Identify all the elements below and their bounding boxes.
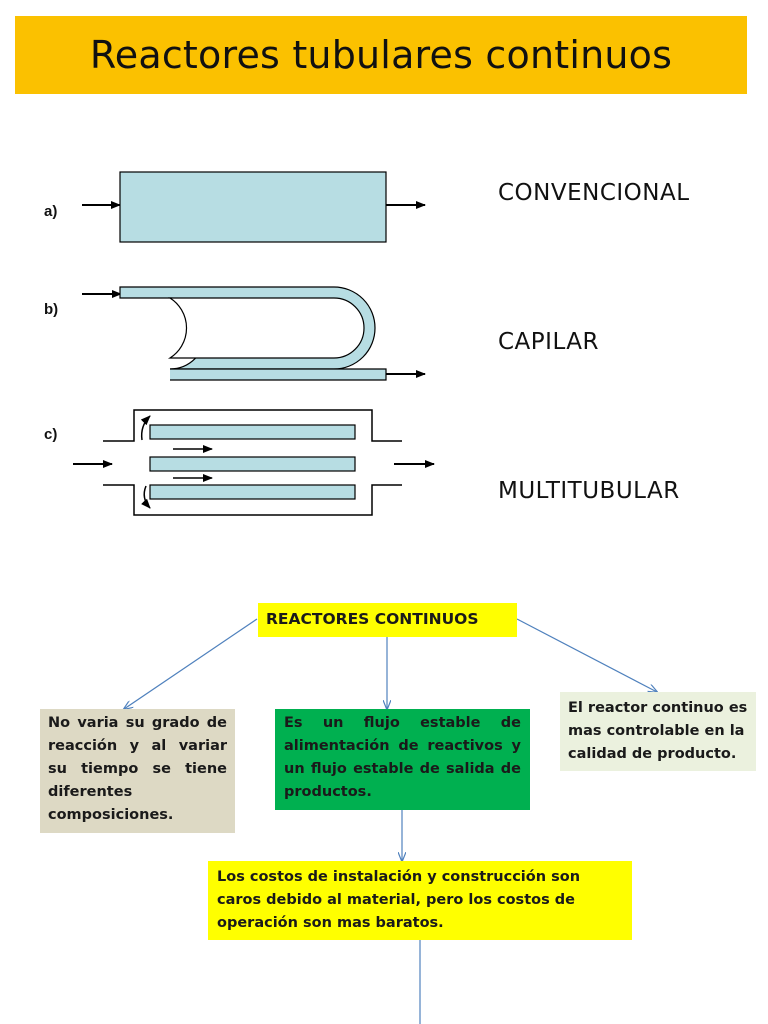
tube-2: [149, 456, 356, 472]
concept-map-connectors: [124, 618, 657, 1024]
reactor-name-multitubular: MULTITUBULAR: [498, 478, 680, 504]
coolant-in-arrow: [140, 415, 151, 441]
concept-right-box: El reactor continuo es mas controlable e…: [560, 692, 756, 771]
concept-right-text: El reactor continuo es mas controlable e…: [568, 700, 748, 762]
page-title: Reactores tubulares continuos: [89, 33, 673, 77]
connector-left: [124, 618, 258, 709]
concept-root-text: REACTORES CONTINUOS: [266, 610, 479, 628]
concept-bottom-box: Los costos de instalación y construcción…: [208, 861, 632, 940]
concept-center-box: Es un flujo estable de alimentación de r…: [275, 709, 530, 810]
tube-1: [149, 424, 356, 440]
tube-3: [149, 484, 356, 500]
reactor-tube: [119, 171, 387, 243]
multitubular-reactor: [73, 409, 435, 516]
connector-right: [516, 618, 657, 692]
title-bar: Reactores tubulares continuos: [15, 16, 747, 94]
shell-top: [103, 409, 402, 442]
label-b: b): [44, 301, 59, 318]
reactor-name-conventional: CONVENCIONAL: [498, 180, 690, 206]
shell-bottom: [103, 484, 402, 516]
concept-center-text: Es un flujo estable de alimentación de r…: [284, 715, 521, 800]
capillary-reactor: [82, 286, 426, 381]
concept-left-text: No varia su grado de reacción y al varia…: [48, 715, 227, 823]
label-c: c): [44, 426, 58, 443]
concept-root-box: REACTORES CONTINUOS: [258, 603, 517, 637]
conventional-reactor: [82, 171, 426, 243]
coolant-out-arrow: [141, 485, 151, 509]
concept-left-box: No varia su grado de reacción y al varia…: [40, 709, 235, 833]
label-a: a): [44, 203, 58, 220]
concept-bottom-text: Los costos de instalación y construcción…: [217, 869, 581, 931]
reactor-name-capillary: CAPILAR: [498, 329, 600, 355]
